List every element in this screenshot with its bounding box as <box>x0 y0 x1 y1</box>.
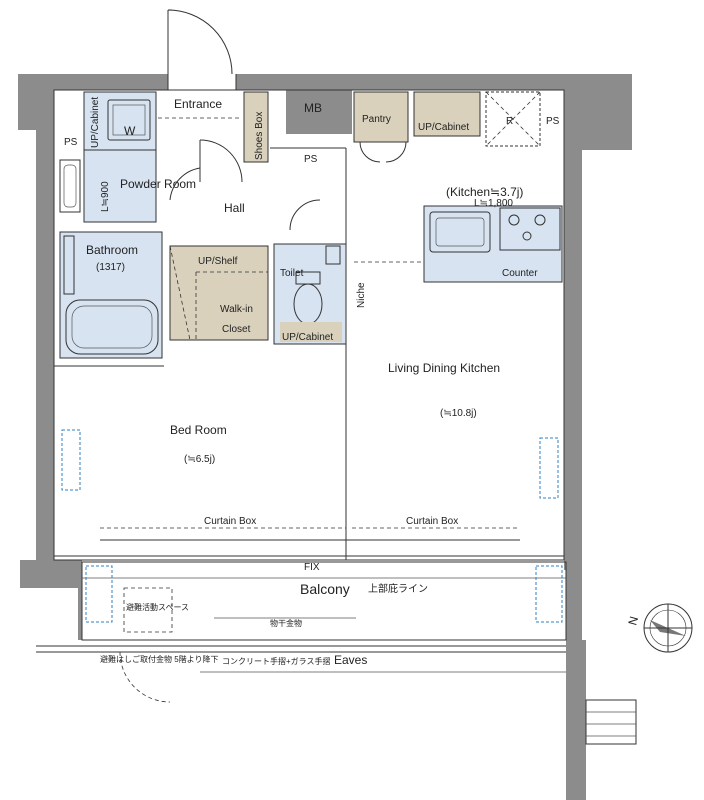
ldk-window-marker <box>539 437 559 499</box>
pantry-label: Pantry <box>362 114 391 125</box>
balcony-label: Balcony <box>300 581 350 597</box>
niche-label: Niche <box>356 282 367 308</box>
up-shelf-label: UP/Shelf <box>198 256 238 267</box>
bedroom-size-label: (≒6.5j) <box>184 454 215 465</box>
ps-center-label: PS <box>304 154 318 165</box>
kitchen-length-label: L≒1,800 <box>474 198 513 209</box>
toilet <box>273 243 347 345</box>
ldk-size-label: (≒10.8j) <box>440 408 477 419</box>
evac-ladder-label: 避難はしご取付金物 5階より降下 <box>100 654 219 664</box>
kitchen-title-label: (Kitchen≒3.7j) <box>446 185 523 199</box>
compass-icon <box>643 603 693 653</box>
counter-label: Counter <box>502 268 538 279</box>
powder-length-label: L≒900 <box>100 181 111 212</box>
entrance-label: Entrance <box>174 97 222 111</box>
railing-label: コンクリート手摺+ガラス手摺 <box>222 656 331 666</box>
evac-hatch-label: 避難活動スペース <box>126 602 189 612</box>
entrance-area <box>158 91 269 163</box>
closet-label: Closet <box>222 324 251 335</box>
bedroom-window-marker <box>61 429 81 491</box>
compass-n-label: N <box>625 615 641 627</box>
kitchen-r-label: R <box>506 116 513 127</box>
interior-outline <box>53 89 565 561</box>
fix-label: FIX <box>304 562 320 573</box>
shoes-box-label: Shoes Box <box>254 112 265 160</box>
bedroom-label: Bed Room <box>170 423 227 437</box>
hall-doors <box>169 139 347 560</box>
mb-label: MB <box>304 101 322 115</box>
curtain-box-left-label: Curtain Box <box>204 516 256 527</box>
curtain-box-right-label: Curtain Box <box>406 516 458 527</box>
eaves-label: Eaves <box>334 653 367 667</box>
walkin-closet <box>169 245 269 341</box>
entrance-door <box>167 9 237 90</box>
balcony <box>36 561 567 703</box>
ps-left-label: PS <box>64 137 78 148</box>
bathroom-size-label: (1317) <box>96 262 125 273</box>
kitchen-area <box>353 91 563 283</box>
upper-floor-line-label: 上部庇ライン <box>368 582 428 595</box>
toilet-label: Toilet <box>280 268 304 279</box>
powder-w-label: W <box>124 124 136 138</box>
toilet-cabinet-label: UP/Cabinet <box>282 332 333 343</box>
outer-walls <box>18 74 632 800</box>
hall-label: Hall <box>224 201 245 215</box>
walkin-label: Walk-in <box>220 304 253 315</box>
kitchen-cabinet-label: UP/Cabinet <box>418 122 469 133</box>
bathroom <box>59 231 163 359</box>
laundry-hardware-label: 物干金物 <box>270 618 302 628</box>
exterior-steps <box>585 699 637 745</box>
powder-room-label: Powder Room <box>120 177 196 191</box>
ldk-label: Living Dining Kitchen <box>388 361 500 375</box>
ps-right-label: PS <box>546 116 560 127</box>
curtain-boxes <box>54 527 564 557</box>
powder-cabinet-label: UP/Cabinet <box>90 97 101 148</box>
powder-room <box>59 91 157 223</box>
bathroom-label: Bathroom <box>86 243 138 257</box>
